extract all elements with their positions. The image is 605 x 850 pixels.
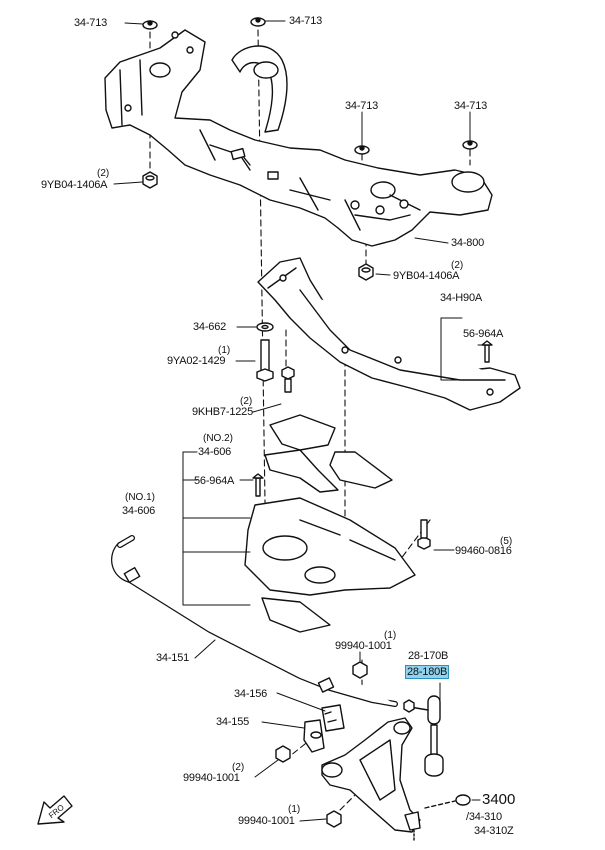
label-34-155: 34-155 [216,716,250,728]
lower-control-arm [321,717,421,843]
label-34-713: 34-713 [289,15,323,27]
quantity-label: (2) [232,762,245,773]
label-99940-1001: 99940-1001 [238,815,295,827]
label-34-151: 34-151 [156,652,190,664]
label-99940-1001: 99940-1001 [183,772,240,784]
mount-34-713 [142,17,478,155]
quantity-label: (1) [384,630,397,641]
label-9ya02-1429: 9YA02-1429 [167,355,226,367]
label-28-170b: 28-170B [408,650,449,662]
label-34-800: 34-800 [451,237,485,249]
label-56-964a: 56-964A [463,328,504,340]
label-9yb04-1406a: 9YB04-1406A [393,270,460,282]
label-no2: (NO.2) [203,433,233,444]
label-99940-1001: 99940-1001 [335,640,392,652]
label-3400: 3400 [482,791,516,808]
quantity-label: (2) [240,396,253,407]
nut-99940 [275,661,368,828]
stabilizer-bar [111,535,398,707]
leader-lines [113,20,490,822]
quantity-label: (2) [97,168,110,179]
label-34-310z: 34-310Z [474,825,514,837]
label-34-606: 34-606 [198,446,232,458]
label-34-606: 34-606 [122,505,156,517]
label-28-180b-highlighted[interactable]: 28-180B [404,665,450,679]
stabilizer-link [403,695,444,777]
bushing-34-156 [321,704,345,732]
quantity-label: (1) [218,345,231,356]
label-9yb04-1406a: 9YB04-1406A [41,179,108,191]
front-arrow-icon [37,795,73,825]
splash-shield-no1 [244,497,416,633]
bracket-34-155 [303,719,325,753]
splash-shield-no2 [264,414,393,493]
label-34-713: 34-713 [345,100,379,112]
quantity-label: (1) [288,804,301,815]
label-no1: (NO.1) [125,492,155,503]
label-34-h90a: 34-H90A [440,292,483,304]
label-9khb7-1225: 9KHB7-1225 [192,406,253,418]
label-34-713: 34-713 [74,17,108,29]
label-34-713: 34-713 [454,100,488,112]
quantity-label: (5) [500,536,513,547]
nut-9yb04 [142,171,374,281]
label-34-310: /34-310 [466,811,502,823]
label-99460-0816: 99460-0816 [455,545,512,557]
label-56-964a: 56-964A [194,475,235,487]
bolt-99460 [417,519,431,550]
label-34-156: 34-156 [234,688,268,700]
quantity-label: (2) [451,260,464,271]
label-34-662: 34-662 [193,321,227,333]
ball-joint-nut [424,794,471,809]
subframe-crossmember [104,29,493,247]
